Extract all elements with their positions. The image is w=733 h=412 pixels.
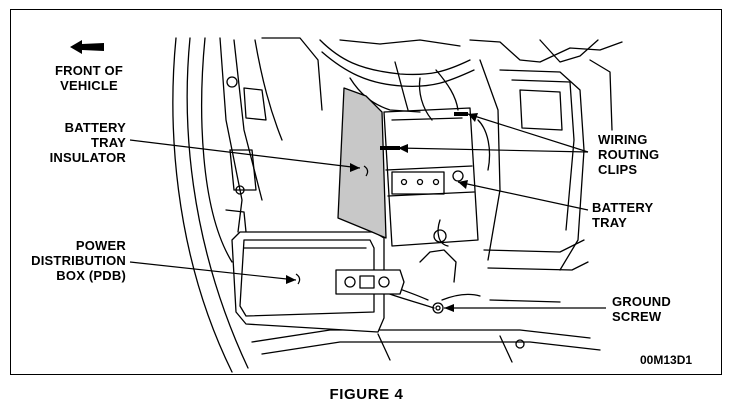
figure-caption: FIGURE 4 — [329, 386, 404, 403]
ground-screw-label: GROUND SCREW — [612, 294, 671, 324]
leader-clip-2 — [397, 147, 589, 153]
front-of-vehicle-label: FRONT OF VEHICLE — [54, 63, 124, 93]
figure-code: 00M13D1 — [640, 353, 693, 367]
insulator-panel — [337, 87, 387, 239]
leader-clip-1 — [467, 113, 589, 153]
power-distribution-box-label: POWER DISTRIBUTION BOX (PDB) — [31, 238, 126, 283]
leader-pdb — [129, 261, 297, 281]
left-arrow-icon — [70, 40, 104, 54]
leader-tray — [457, 181, 589, 211]
battery-tray-label: BATTERY TRAY — [592, 200, 654, 230]
leader-insulator — [129, 139, 361, 169]
battery-tray-insulator-label: BATTERY TRAY INSULATOR — [49, 120, 126, 165]
wiring-routing-clips-label: WIRING ROUTING CLIPS — [598, 132, 660, 177]
